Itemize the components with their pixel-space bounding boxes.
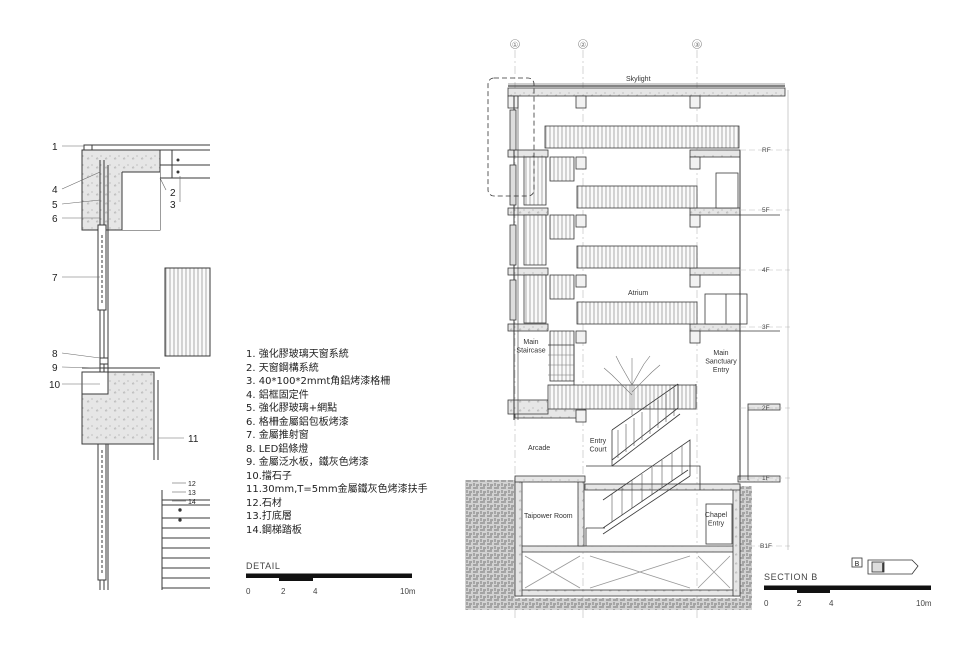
- legend-item-2: 2. 天窗鋼構系統: [246, 362, 319, 374]
- callout-3: 3: [170, 200, 176, 211]
- legend-item-10: 10.擋石子: [246, 470, 292, 482]
- key-plan-letter: B: [855, 561, 860, 568]
- section-scale-title: SECTION B: [764, 572, 818, 582]
- callout-5: 5: [52, 200, 58, 211]
- callout-12: 12: [188, 481, 196, 488]
- section-scale-2: 2: [797, 599, 802, 608]
- atrium-grille-4: [576, 301, 698, 325]
- label-arcade: Arcade: [528, 445, 550, 452]
- courtyard-tree: [603, 355, 661, 415]
- detail-mid-beam: [81, 371, 155, 445]
- section-scale-bar: [764, 585, 931, 593]
- legend-item-12: 12.石材: [246, 497, 282, 509]
- level-4f: 4F: [762, 267, 770, 274]
- atrium-grille-3: [576, 245, 698, 269]
- level-3f: 3F: [762, 324, 770, 331]
- detail-scale-title: DETAIL: [246, 561, 281, 571]
- callout-7: 7: [52, 273, 58, 284]
- callout-8: 8: [52, 349, 58, 360]
- level-rf: RF: [762, 147, 771, 154]
- detail-scale-bar: [246, 573, 412, 581]
- level-5f: 5F: [762, 207, 770, 214]
- atrium-grille-2: [576, 185, 698, 209]
- legend-item-5: 5. 強化膠玻璃+網點: [246, 403, 338, 414]
- legend-item-1: 1. 強化膠玻璃天窗系統: [246, 349, 349, 360]
- section-scale-0: 0: [764, 599, 769, 608]
- callout-10: 10: [49, 380, 61, 391]
- callout-9: 9: [52, 363, 58, 374]
- grid-mark-3: ③: [694, 41, 700, 49]
- key-plan: [851, 557, 919, 575]
- section-soil: [465, 480, 515, 610]
- grid-mark-1: ①: [512, 41, 518, 49]
- label-skylight: Skylight: [626, 76, 651, 83]
- legend-item-11: 11.30mm,T=5mm金屬鐵灰色烤漆扶手: [246, 484, 428, 495]
- basement-slab: [514, 545, 741, 553]
- level-1f: 1F: [762, 475, 770, 482]
- level-2f: 2F: [762, 405, 770, 412]
- section-scale-10m: 10m: [916, 599, 932, 608]
- callout-4: 4: [52, 185, 58, 196]
- legend-item-14: 14.鋼梯踏板: [246, 524, 302, 536]
- detail-scale-2: 2: [281, 587, 286, 596]
- detail-scale-10m: 10m: [400, 587, 416, 596]
- detail-drawing: [61, 144, 211, 590]
- section-scale-4: 4: [829, 599, 834, 608]
- floor-levels: RF 5F 4F 3F 2F 1F B1F: [760, 147, 772, 550]
- legend-item-9: 9. 金屬泛水板，鐵灰色烤漆: [246, 457, 369, 468]
- callout-2: 2: [170, 188, 176, 199]
- detail-callouts: 1 4 5 6 7 8 9 10 2 3 11 12 13 14: [49, 142, 199, 506]
- detail-marker: [487, 77, 535, 197]
- detail-railing: [164, 267, 211, 357]
- callout-6: 6: [52, 214, 58, 225]
- legend-item-4: 4. 鋁框固定件: [246, 389, 309, 401]
- callout-11: 11: [188, 434, 199, 445]
- legend-item-3: 3. 40*100*2mmt角鋁烤漆格柵: [246, 376, 391, 387]
- detail-legend: 1. 強化膠玻璃天窗系統 2. 天窗鋼構系統 3. 40*100*2mmt角鋁烤…: [246, 348, 428, 537]
- legend-item-7: 7. 金屬推射窗: [246, 430, 309, 441]
- detail-scale-4: 4: [313, 587, 318, 596]
- section-drawing: [465, 39, 790, 620]
- atrium-grille-1: [544, 125, 740, 149]
- callout-14: 14: [188, 499, 196, 506]
- legend-item-6: 6. 格柵金屬鋁包板烤漆: [246, 416, 349, 428]
- section-labels: Skylight Atrium Arcade Taipower Room: [524, 76, 651, 520]
- level-b1f: B1F: [760, 543, 772, 550]
- label-taipower-room: Taipower Room: [524, 513, 573, 520]
- callout-1: 1: [52, 142, 58, 153]
- label-atrium: Atrium: [628, 290, 648, 297]
- callout-13: 13: [188, 490, 196, 497]
- detail-scale-0: 0: [246, 587, 251, 596]
- legend-item-13: 13.打底層: [246, 511, 292, 522]
- grid-mark-2: ②: [580, 41, 586, 49]
- legend-item-8: 8. LED鋁條燈: [246, 443, 309, 455]
